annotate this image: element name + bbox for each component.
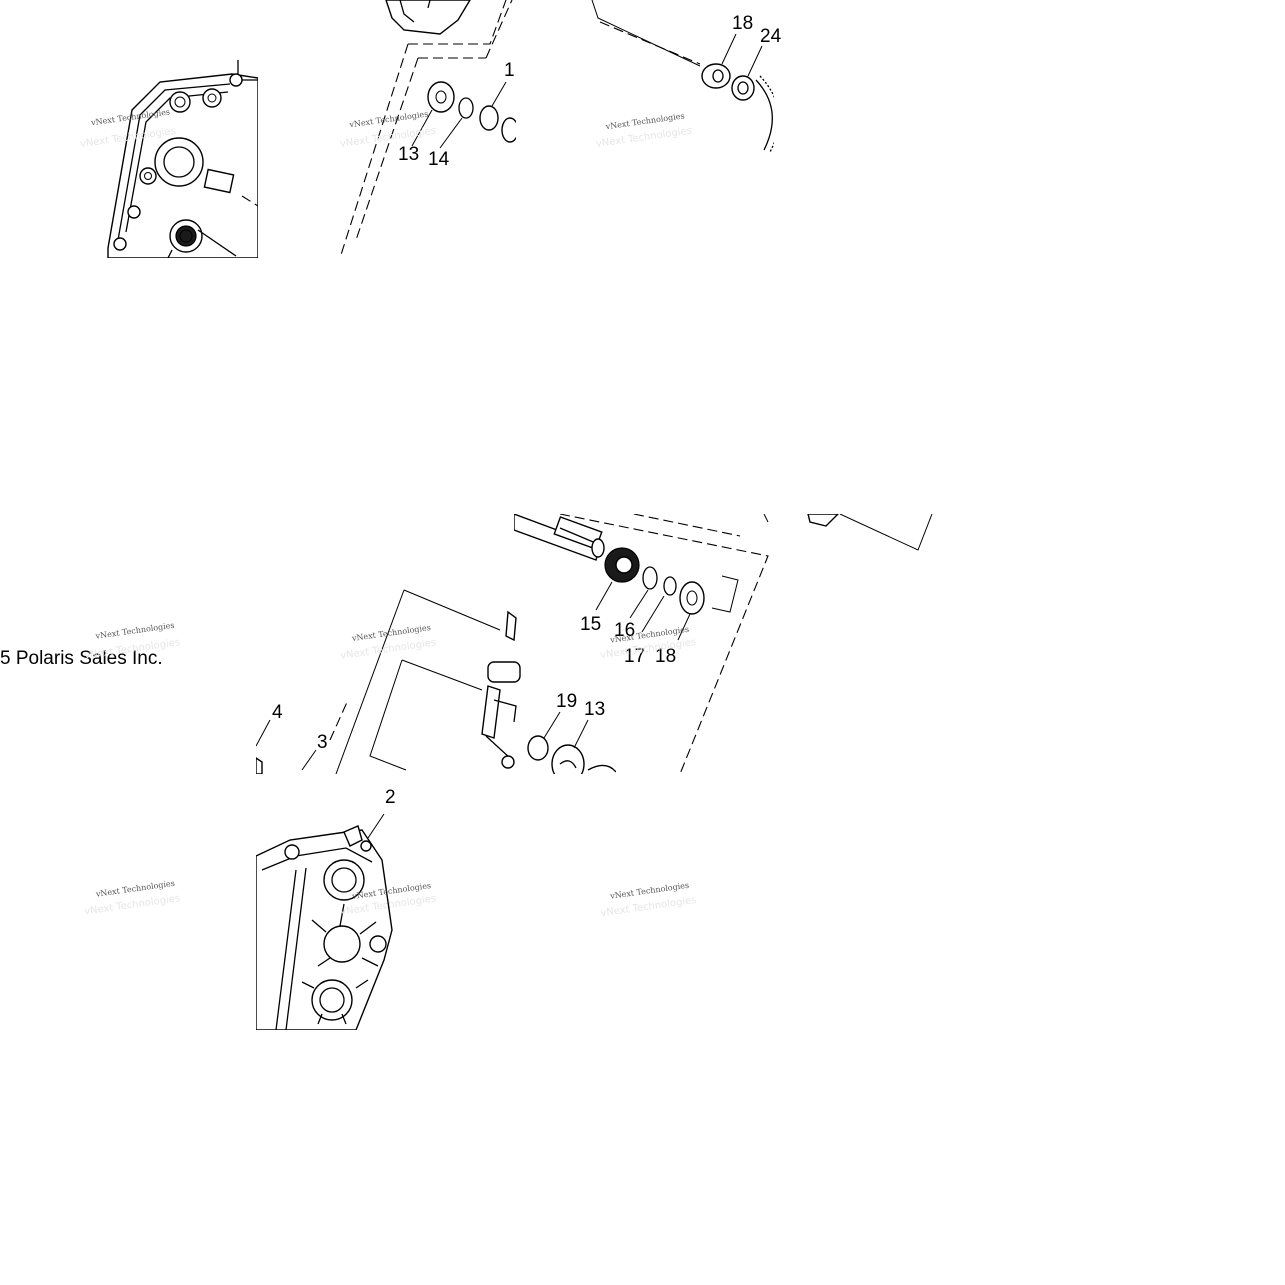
callout-18-lower: 18	[655, 646, 676, 667]
callout-16: 16	[614, 620, 635, 641]
callout-2: 2	[385, 787, 396, 808]
callout-4: 4	[272, 702, 283, 723]
callout-17: 17	[624, 646, 645, 667]
gearcase-housing-upper	[107, 60, 258, 258]
callout-1: 1	[504, 60, 515, 81]
watermark-2: vNext Technologies vNext Technologies	[339, 109, 436, 149]
callout-24: 24	[760, 26, 782, 47]
watermark-5: vNext Technologies vNext Technologies	[340, 623, 437, 662]
shift-linkage: 19 13 4 3	[256, 589, 616, 774]
callout-13-upper: 13	[398, 144, 419, 165]
copyright-text: 5 Polaris Sales Inc.	[0, 648, 163, 669]
callout-13-lower: 13	[584, 699, 605, 720]
shaft-assembly-middle: 15 16 17 18	[514, 514, 933, 774]
callout-18-upper: 18	[732, 13, 753, 34]
shaft-components-upper: 13 14 1	[339, 0, 516, 258]
watermark-7: vNext Technologies vNext Technologies	[84, 879, 181, 918]
callout-3: 3	[317, 732, 328, 753]
callout-19: 19	[556, 691, 577, 712]
watermark-6: vNext Technologies vNext Technologies	[600, 625, 697, 661]
gearcase-housing-lower: 2	[256, 787, 396, 1030]
watermark-text: vNext Technologies	[94, 621, 175, 641]
watermark-3: vNext Technologies vNext Technologies	[595, 111, 692, 149]
callout-15: 15	[580, 614, 601, 635]
watermark-9: vNext Technologies vNext Technologies	[600, 881, 697, 919]
gear-bearing-upper: 18 24	[591, 0, 782, 153]
watermark-text: vNext Technologies	[348, 109, 429, 129]
callout-14: 14	[428, 149, 450, 170]
